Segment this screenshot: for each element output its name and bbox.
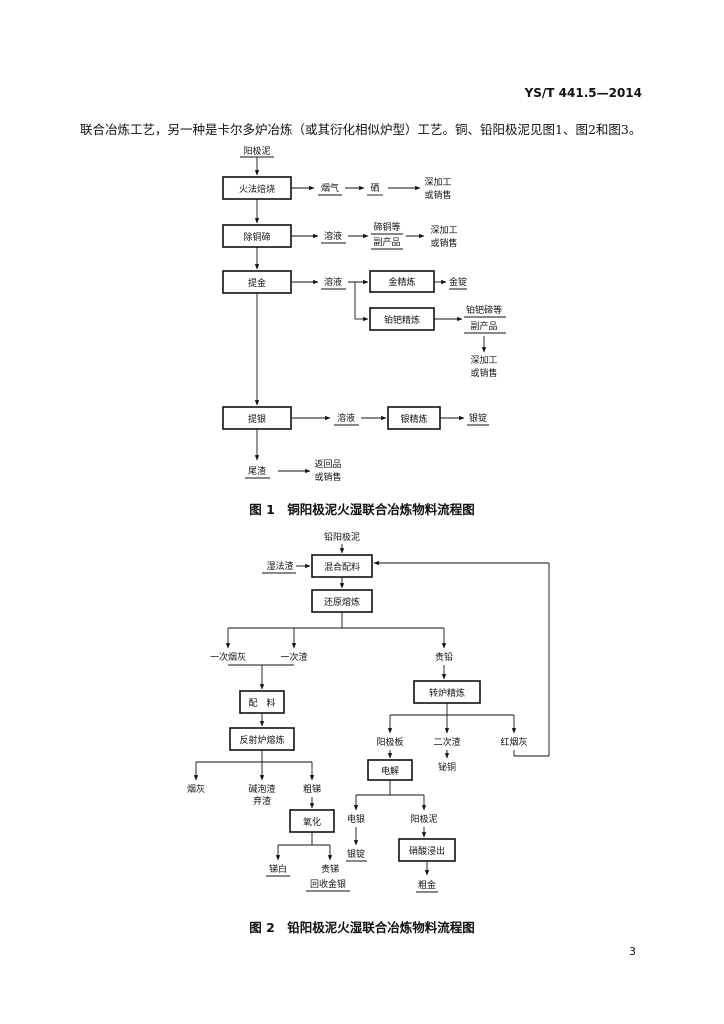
- f2-primary-ash: 一次烟灰: [210, 651, 246, 663]
- f2-box-batch-label: 配 料: [248, 697, 275, 709]
- f2-side-input: 湿法渣: [266, 560, 293, 572]
- f2-secondary-slag: 二次渣: [433, 736, 460, 748]
- f1-ptpd-byprod-a: 铂钯碲等: [466, 304, 502, 316]
- f1-box-decu-label: 除铜碲: [243, 231, 270, 243]
- f1-end-3a: 深加工: [470, 355, 497, 366]
- f2-soda-slag-b: 弃渣: [253, 795, 271, 807]
- f2-soda-slag-a: 碱泡渣: [248, 783, 275, 795]
- f2-electro-silver: 电银: [347, 813, 365, 825]
- f1-box-gold-refine: [369, 270, 435, 293]
- f2-primary-slag: 一次渣: [280, 651, 307, 663]
- page-number: 3: [629, 945, 636, 958]
- f1-selenium: 硒: [370, 183, 379, 194]
- f1-solution-3: 溶液: [337, 412, 355, 424]
- f1-end-3b: 或销售: [470, 367, 497, 379]
- f1-end-2b: 或销售: [430, 237, 457, 249]
- f1-input: 阳极泥: [243, 145, 270, 157]
- f2-box-nitric-label: 硝酸浸出: [409, 845, 445, 857]
- f2-red-ash: 红烟灰: [500, 736, 527, 748]
- f2-silver-ingot: 银锭: [347, 848, 365, 860]
- f2-box-reduce-label: 还原熔炼: [324, 596, 360, 608]
- f2-box-mix-label: 混合配料: [324, 561, 360, 573]
- f1-end-4a: 返回品: [314, 458, 341, 470]
- f1-byprod-a: 碲铜等: [373, 221, 400, 233]
- figure-1-caption: 图 1 铜阳极泥火湿联合冶炼物料流程图: [249, 502, 475, 517]
- f1-gold-ingot: 金锭: [449, 276, 467, 288]
- f1-box-gold-extract-label: 提金: [248, 277, 266, 289]
- f2-box-electrolysis-label: 电解: [381, 765, 399, 777]
- f2-anode-slime: 阳极泥: [410, 813, 437, 825]
- f2-box-oxid-label: 氧化: [303, 816, 321, 828]
- f2-recover-au-ag: 回收金银: [310, 878, 346, 890]
- f1-box-roast-label: 火法焙烧: [239, 183, 275, 195]
- f1-end-2a: 深加工: [430, 225, 457, 236]
- f2-input: 铅阳极泥: [324, 531, 360, 543]
- f1-box-silver-extract-label: 提银: [248, 413, 266, 425]
- f1-end-4b: 或销售: [314, 471, 341, 483]
- figure-2: 铅阳极泥 湿法渣 混合配料 还原熔炼 一次烟灰 一次渣 贵铅 配 料 反射炉熔炼…: [187, 531, 550, 893]
- f1-box-silver-refine-label: 银精炼: [400, 413, 427, 425]
- figure-1: 阳极泥 火法焙烧 烟气 硒 深加工 或销售 除铜碲 溶液 碲铜等 副产品 深加工…: [222, 145, 506, 483]
- f1-box-gold-refine-label: 金精炼: [388, 276, 415, 288]
- f1-silver-ingot: 银锭: [469, 412, 487, 424]
- f1-end-1a: 深加工: [424, 177, 451, 188]
- f2-antimony-white: 锑白: [269, 863, 287, 875]
- f1-solution-2: 溶液: [324, 276, 342, 288]
- f1-solution-1: 溶液: [324, 230, 342, 242]
- f2-bismuth-copper: 铋铜: [438, 761, 456, 773]
- f2-anode-plate: 阳极板: [376, 736, 403, 748]
- f1-box-ptpd-refine-label: 铂钯精炼: [384, 314, 420, 326]
- f1-byprod-b: 副产品: [373, 236, 400, 248]
- f2-precious-lead: 贵铅: [435, 651, 453, 663]
- f1-tailings: 尾渣: [248, 465, 266, 477]
- f2-box-converter-label: 转炉精炼: [429, 687, 465, 699]
- f1-end-1b: 或销售: [424, 189, 451, 201]
- f2-precious-antimony: 贵锑: [321, 863, 339, 875]
- f2-crude-antimony: 粗锑: [303, 783, 321, 795]
- intro-text: 联合冶炼工艺，另一种是卡尔多炉冶炼（或其衍化相似炉型）工艺。铜、铅阳极泥见图1、…: [80, 122, 642, 137]
- f2-flue-ash: 烟灰: [187, 783, 205, 795]
- f2-box-reverb-label: 反射炉熔炼: [239, 734, 284, 746]
- f1-ptpd-byprod-b: 副产品: [470, 320, 497, 332]
- standard-code: YS/T 441.5—2014: [524, 86, 642, 100]
- f1-flue-gas: 烟气: [321, 182, 339, 194]
- f2-crude-gold: 粗金: [418, 879, 436, 891]
- figure-2-caption: 图 2 铅阳极泥火湿联合冶炼物料流程图: [249, 920, 475, 935]
